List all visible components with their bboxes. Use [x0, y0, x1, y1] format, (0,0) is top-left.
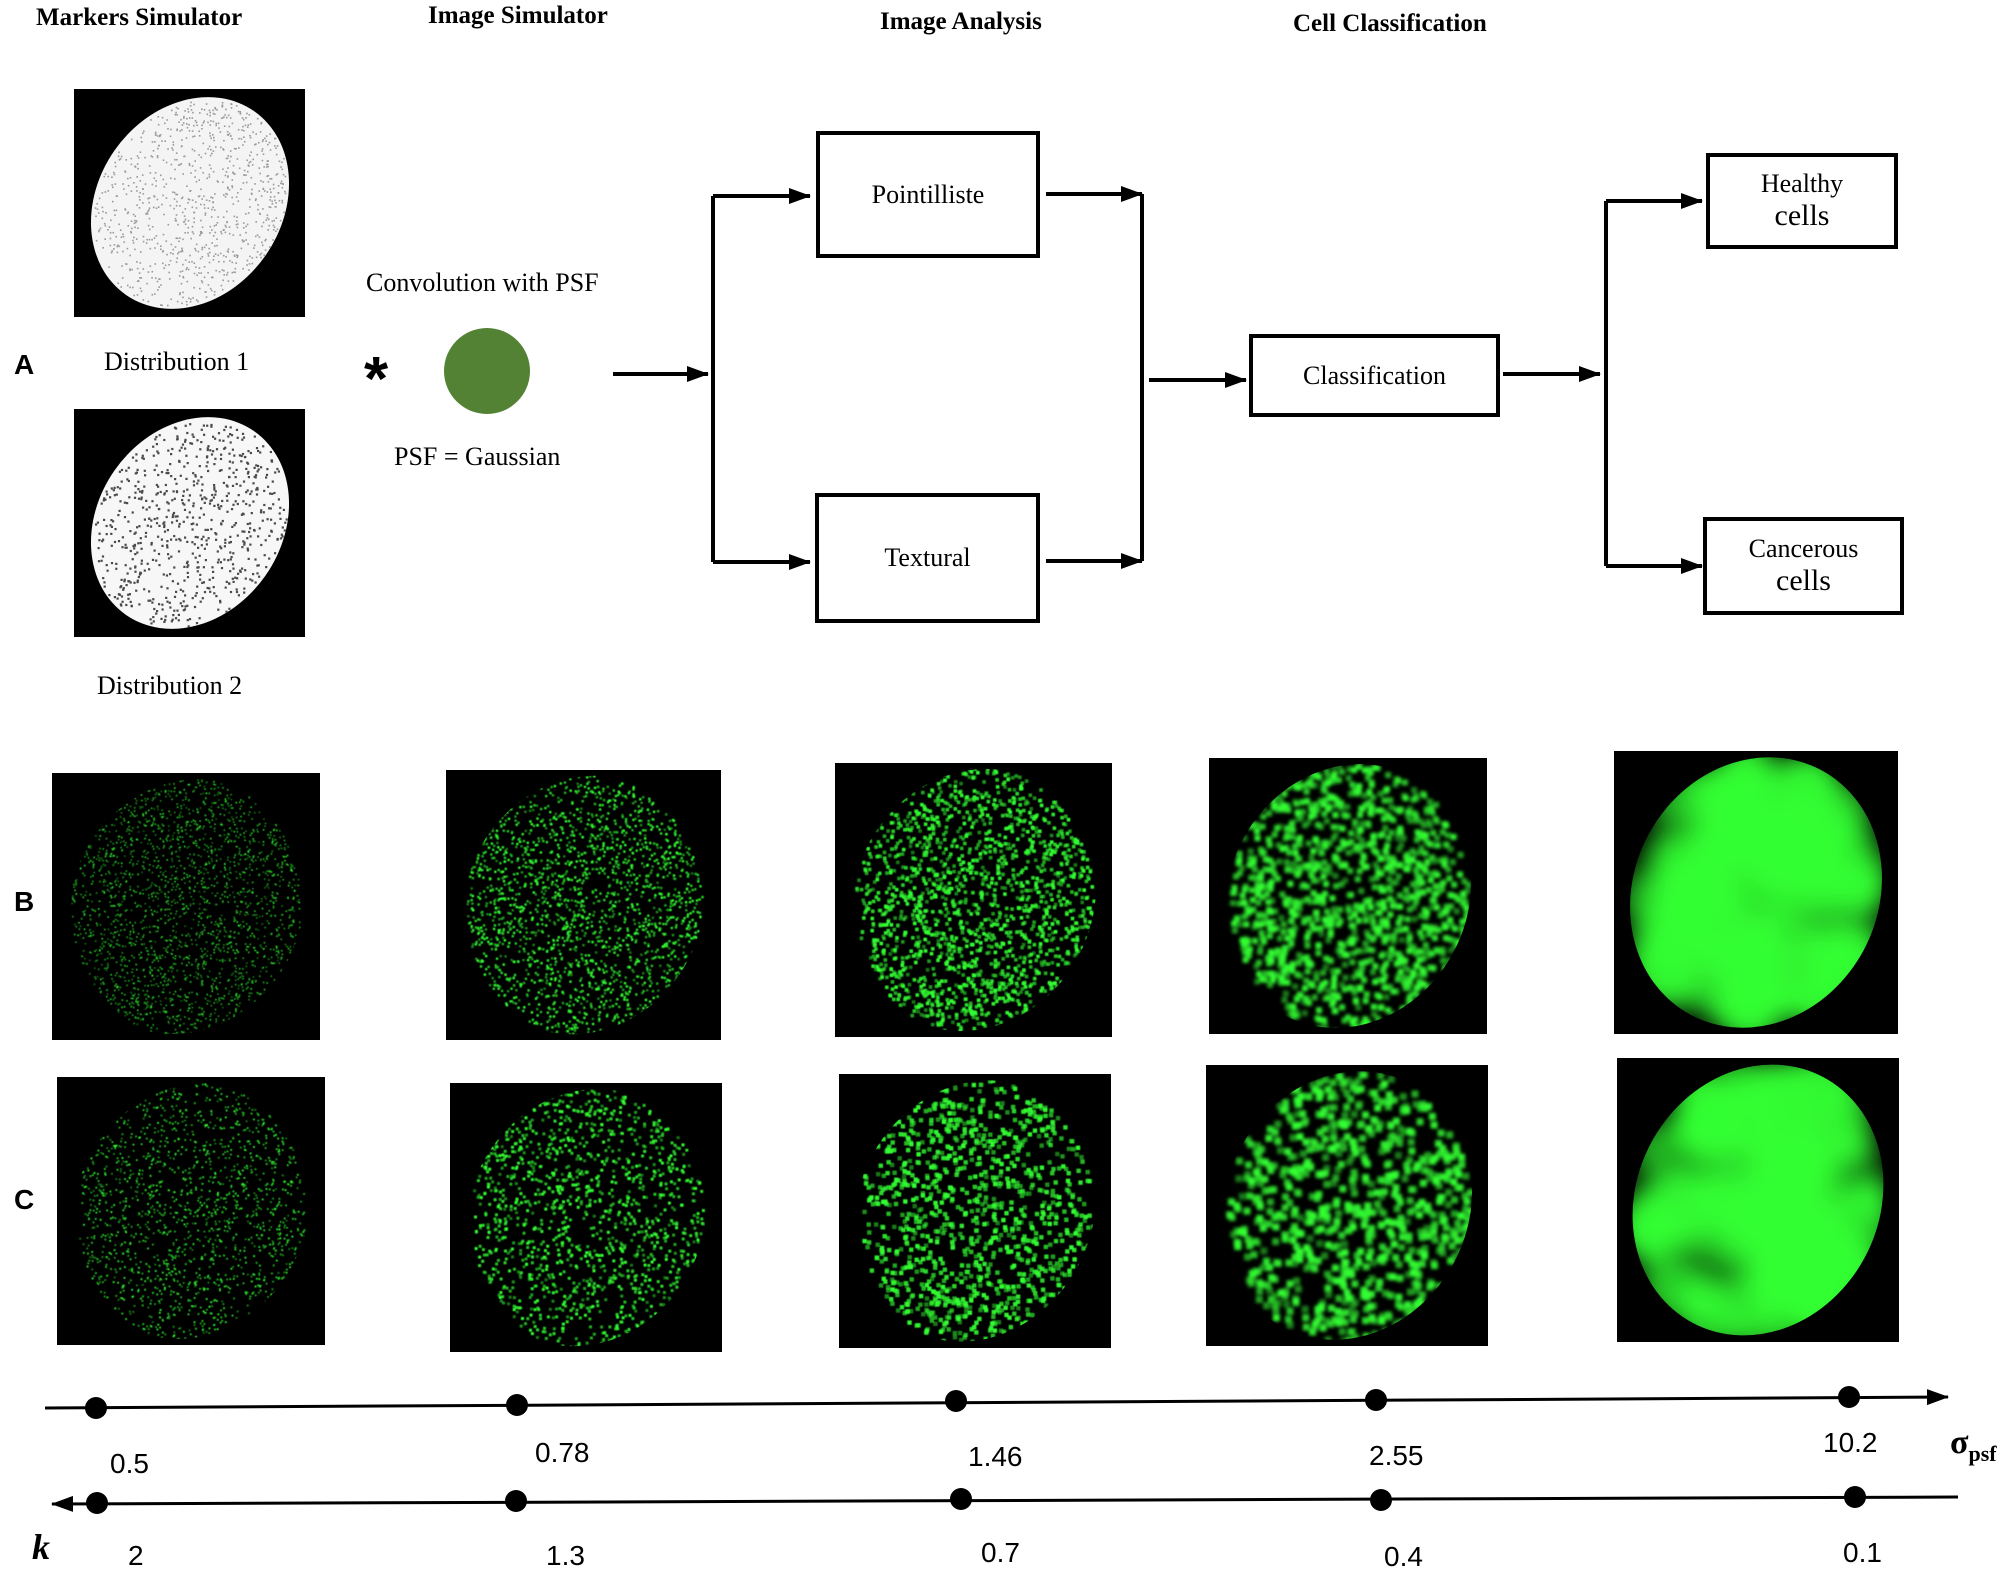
textural-box: Textural: [815, 493, 1040, 623]
sigma-point-2: [506, 1394, 528, 1416]
pointilliste-label: Pointilliste: [872, 180, 985, 210]
convolution-operator: *: [364, 344, 388, 415]
k-point-1: [86, 1492, 108, 1514]
panel-letter-c: C: [14, 1184, 34, 1216]
k-tick-5: 0.1: [1843, 1537, 1882, 1569]
textural-label: Textural: [884, 543, 970, 573]
panel-b-image-4: [1209, 758, 1487, 1035]
sigma-point-1: [85, 1397, 107, 1419]
k-axis-label: k: [32, 1526, 50, 1568]
k-point-2: [505, 1490, 527, 1512]
convolution-label: Convolution with PSF: [366, 268, 599, 298]
psf-gaussian-disc: [444, 328, 530, 414]
cancerous-label-line1: Cancerous: [1749, 534, 1859, 564]
panel-b-image-1: [52, 773, 320, 1040]
healthy-label-line2: cells: [1775, 199, 1830, 234]
psf-label: PSF = Gaussian: [394, 442, 560, 472]
sigma-tick-4: 2.55: [1369, 1440, 1424, 1472]
panel-c-image-5: [1586, 1020, 1931, 1380]
sigma-subscript: psf: [1969, 1441, 1997, 1466]
panel-b-image-2: [446, 770, 721, 1040]
sigma-symbol: σ: [1950, 1424, 1969, 1461]
classification-box: Classification: [1249, 334, 1500, 417]
pointilliste-box: Pointilliste: [816, 131, 1040, 258]
distribution-2-image: [50, 378, 329, 667]
sigma-point-5: [1838, 1386, 1860, 1408]
cancerous-cells-box: Cancerous cells: [1703, 517, 1904, 615]
k-tick-1: 2: [128, 1540, 144, 1572]
classification-label: Classification: [1303, 361, 1446, 391]
k-point-4: [1370, 1489, 1392, 1511]
distribution-1-image: [50, 58, 329, 347]
k-point-3: [950, 1488, 972, 1510]
healthy-cells-box: Healthy cells: [1706, 153, 1898, 249]
k-point-5: [1844, 1486, 1866, 1508]
panel-c-image-3: [839, 1074, 1111, 1348]
sigma-tick-1: 0.5: [110, 1448, 149, 1480]
sigma-axis: [45, 1386, 1948, 1419]
k-tick-3: 0.7: [981, 1537, 1020, 1569]
panel-c-image-1: [57, 1077, 325, 1345]
panel-letter-a: A: [14, 349, 34, 381]
panel-b-image-3: [835, 763, 1112, 1037]
header-markers-simulator: Markers Simulator: [36, 4, 242, 32]
sigma-point-4: [1365, 1389, 1387, 1411]
header-image-simulator: Image Simulator: [428, 2, 608, 30]
header-cell-classification: Cell Classification: [1293, 10, 1487, 38]
panel-letter-b: B: [14, 886, 34, 918]
sigma-point-3: [945, 1390, 967, 1412]
k-tick-4: 0.4: [1384, 1541, 1423, 1573]
distribution-1-label: Distribution 1: [104, 347, 249, 377]
sigma-axis-label: σpsf: [1950, 1424, 1997, 1467]
panel-b-image-5: [1583, 713, 1929, 1073]
distribution-2-label: Distribution 2: [97, 671, 242, 701]
sigma-tick-5: 10.2: [1823, 1427, 1878, 1459]
sigma-tick-2: 0.78: [535, 1437, 590, 1469]
panel-c-image-4: [1206, 1065, 1488, 1349]
flow-arrows: [613, 194, 1702, 566]
k-axis: [52, 1486, 1958, 1514]
header-image-analysis: Image Analysis: [880, 8, 1042, 36]
k-tick-2: 1.3: [546, 1540, 585, 1572]
healthy-label-line1: Healthy: [1761, 169, 1843, 199]
cancerous-label-line2: cells: [1776, 564, 1831, 599]
panel-c-image-2: [450, 1083, 722, 1352]
sigma-tick-3: 1.46: [968, 1441, 1023, 1473]
